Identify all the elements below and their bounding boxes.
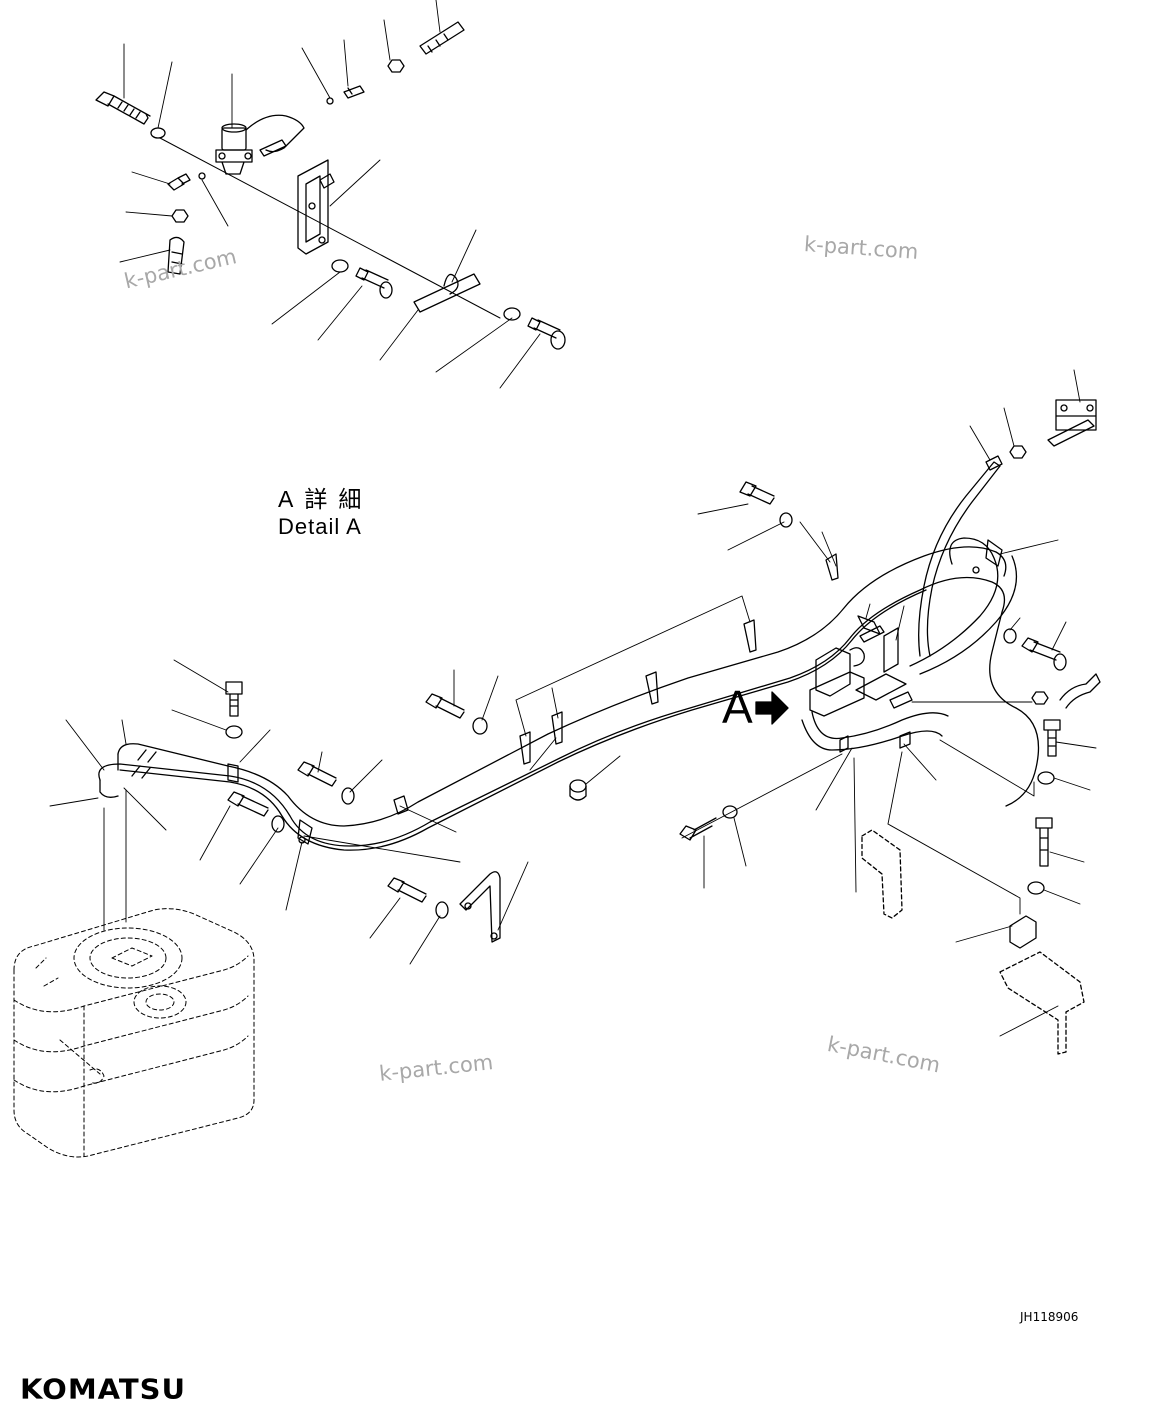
washer-icon [472, 717, 488, 735]
hose-clamp-icon [519, 731, 531, 765]
hose-end-icon [167, 236, 185, 275]
callout-arrow-icon [755, 691, 789, 725]
hose-clamp-icon [743, 619, 757, 653]
pipe-clamp-icon [413, 273, 481, 313]
fuel-tank-icon [13, 908, 255, 1158]
bolt-icon [425, 693, 465, 719]
detail-a-label-en: Detail A [278, 514, 362, 539]
valve-assembly-icon [801, 625, 949, 753]
hose-clamp-icon [972, 539, 1003, 574]
washer-icon [779, 512, 793, 528]
leader-lines-detail [119, 0, 541, 389]
washer-icon [331, 259, 349, 273]
valve-bracket-icon [297, 159, 335, 255]
washer-icon [1037, 771, 1055, 785]
connector-icon [343, 85, 365, 99]
pin-icon [857, 615, 881, 635]
washer-icon [150, 127, 166, 139]
main-hose-group [49, 369, 1101, 1055]
bolt-icon [297, 761, 337, 787]
komatsu-logo: KOMATSU [20, 1372, 187, 1405]
hose-elbow-icon [1059, 673, 1101, 709]
hose-clamp-icon [297, 819, 313, 845]
bolt-icon [227, 791, 269, 817]
bolt-icon [527, 317, 566, 350]
o-ring-small-icon [198, 172, 206, 180]
spacer-icon [569, 779, 587, 801]
detail-a-group [95, 0, 566, 389]
hose-clamp-icon [645, 671, 659, 705]
callout-a-label: A [722, 681, 753, 733]
bolt-icon [1021, 637, 1067, 671]
bolt-icon [1043, 719, 1061, 757]
tube-icon [419, 21, 465, 55]
bolt-icon [225, 681, 243, 717]
washer-icon [341, 787, 355, 805]
clip-icon [1009, 915, 1037, 949]
detail-a-label-jp: A詳細 [278, 486, 373, 512]
bolt-icon [739, 481, 775, 505]
o-ring-icon [326, 97, 334, 105]
nut-icon [1031, 691, 1049, 705]
hose-lower [98, 576, 1040, 847]
leader-lines-main [49, 369, 1097, 1037]
hose-clamp-icon [825, 553, 839, 581]
hose-clamp-icon [227, 763, 239, 783]
washer-icon [1003, 628, 1017, 644]
bolt-icon [1035, 817, 1053, 867]
washer-icon [225, 725, 243, 739]
hose-upper [117, 546, 1007, 827]
hose-riser [918, 461, 1001, 657]
bolt-icon [387, 877, 427, 903]
washer-icon [271, 815, 285, 833]
nut-icon [171, 209, 189, 223]
nut-icon [1009, 445, 1027, 459]
bracket-icon [459, 871, 501, 943]
support-bracket-icon [861, 829, 1085, 1055]
drawing-number: JH118906 [1020, 1310, 1079, 1324]
hose-clamp-icon [551, 711, 563, 745]
bolt-icon [355, 267, 393, 299]
washer-icon [503, 307, 521, 321]
elbow-fitting-icon [167, 173, 191, 191]
washer-icon [435, 901, 449, 919]
valve-block-icon [1047, 399, 1097, 447]
nut-icon [387, 59, 405, 73]
solenoid-valve-icon [215, 114, 305, 175]
bolt-icon [679, 817, 717, 841]
bolt-icon [95, 91, 151, 125]
washer-icon [1027, 881, 1045, 895]
washer-icon [722, 805, 738, 819]
